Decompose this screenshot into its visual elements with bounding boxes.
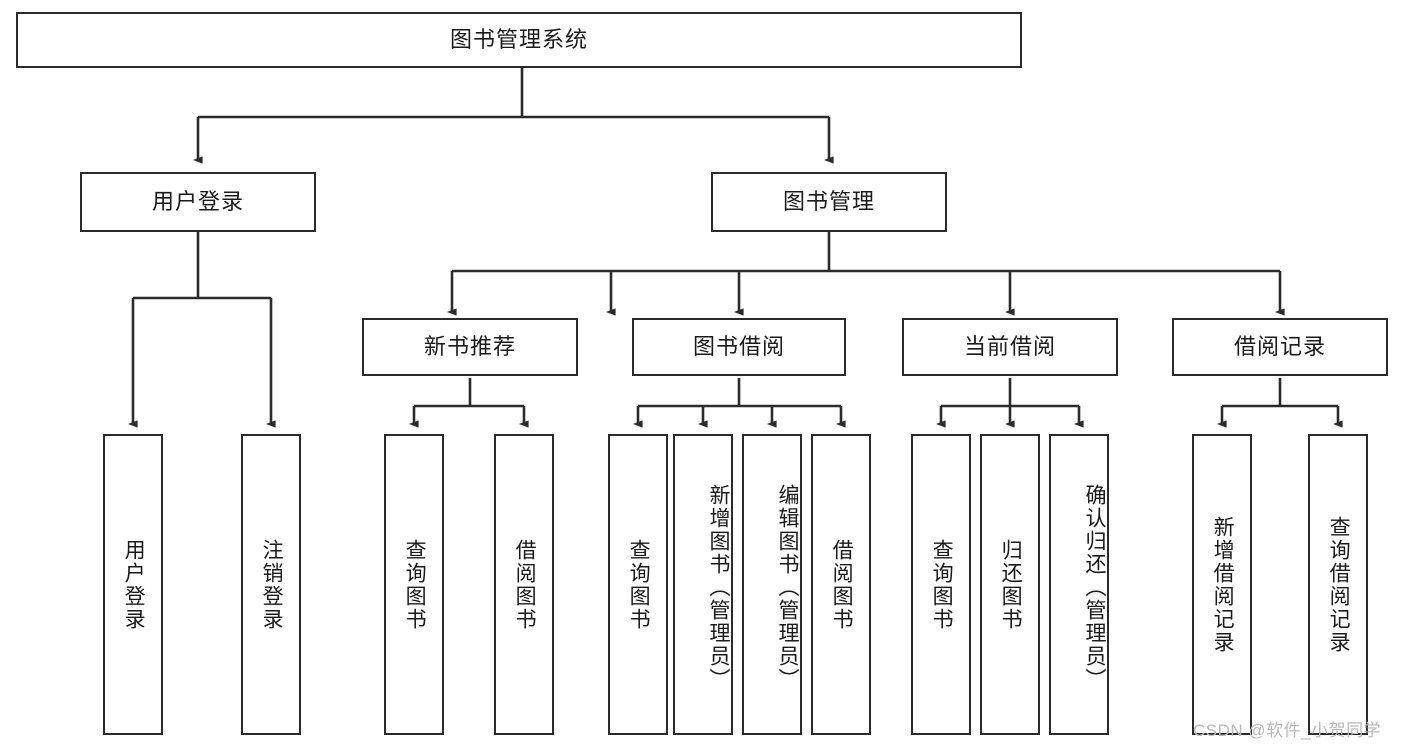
leaf-user-login-login[interactable]: 用户登录	[103, 434, 163, 735]
watermark: CSDN @软件_小贺同学	[1193, 716, 1381, 741]
watermark-text: CSDN @软件_小贺同学	[1193, 721, 1382, 740]
node-root-label: 图书管理系统	[449, 26, 588, 52]
leaf-label: 借阅图书	[830, 538, 854, 631]
leaf-new-book-query[interactable]: 查询图书	[384, 434, 444, 735]
leaf-borrow-record-add[interactable]: 新增借阅记录	[1192, 434, 1252, 735]
leaf-borrow-record-query[interactable]: 查询借阅记录	[1308, 434, 1368, 735]
node-borrow-record-label: 借阅记录	[1233, 333, 1326, 359]
leaf-label: 查询图书	[627, 538, 651, 631]
leaf-book-borrow-add[interactable]: 新增图书（管理员）	[673, 434, 733, 735]
node-book-management[interactable]: 图书管理	[711, 172, 947, 232]
node-book-management-label: 图书管理	[782, 188, 875, 214]
node-borrow-record[interactable]: 借阅记录	[1172, 318, 1388, 376]
node-new-book-recommend-label: 新书推荐	[423, 333, 516, 359]
leaf-label: 归还图书	[999, 538, 1023, 631]
leaf-label: 借阅图书	[513, 538, 537, 631]
leaf-label: 查询图书	[930, 538, 954, 631]
leaf-label: 用户登录	[122, 538, 146, 631]
node-root[interactable]: 图书管理系统	[16, 12, 1022, 68]
leaf-book-borrow-edit[interactable]: 编辑图书（管理员）	[742, 434, 802, 735]
leaf-label: 新增借阅记录	[1211, 515, 1235, 654]
node-book-borrow[interactable]: 图书借阅	[632, 318, 846, 376]
leaf-book-borrow-borrow[interactable]: 借阅图书	[811, 434, 871, 735]
node-book-borrow-label: 图书借阅	[692, 333, 785, 359]
leaf-book-borrow-query[interactable]: 查询图书	[608, 434, 668, 735]
node-current-borrow-label: 当前借阅	[963, 333, 1056, 359]
leaf-user-login-logout[interactable]: 注销登录	[241, 434, 301, 735]
leaf-label: 查询借阅记录	[1327, 515, 1351, 654]
leaf-label: 编辑图书（管理员）	[776, 484, 799, 691]
leaf-current-borrow-confirm-return[interactable]: 确认归还（管理员）	[1049, 434, 1109, 735]
node-current-borrow[interactable]: 当前借阅	[902, 318, 1118, 376]
node-user-login[interactable]: 用户登录	[80, 172, 316, 232]
leaf-label: 确认归还（管理员）	[1083, 484, 1106, 691]
leaf-label: 新增图书（管理员）	[707, 484, 730, 691]
leaf-new-book-borrow[interactable]: 借阅图书	[494, 434, 554, 735]
node-new-book-recommend[interactable]: 新书推荐	[362, 318, 578, 376]
leaf-current-borrow-query[interactable]: 查询图书	[911, 434, 971, 735]
leaf-label: 注销登录	[260, 538, 284, 631]
node-user-login-label: 用户登录	[151, 188, 244, 214]
leaf-label: 查询图书	[403, 538, 427, 631]
leaf-current-borrow-return[interactable]: 归还图书	[980, 434, 1040, 735]
